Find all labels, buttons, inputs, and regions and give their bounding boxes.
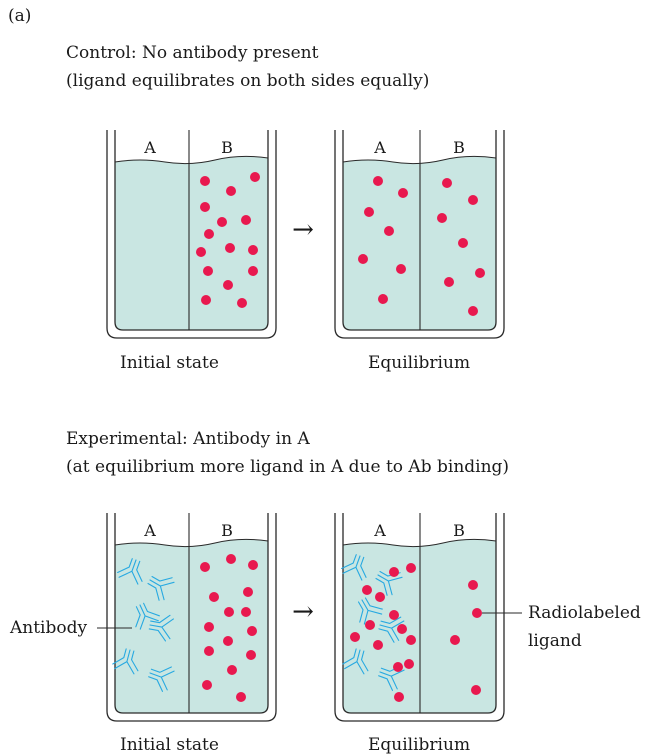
radiolabeled-annotation-line1: Radiolabeled <box>528 603 641 623</box>
chamber-b-label: B <box>221 138 233 157</box>
control-initial-caption: Initial state <box>120 353 219 373</box>
ligand-dot <box>223 636 233 646</box>
ligand-dot <box>237 298 247 308</box>
fluid-surface <box>342 155 497 165</box>
ligand-dot <box>350 632 360 642</box>
chamber-a-label: A <box>143 521 156 540</box>
ligand-dot <box>378 294 388 304</box>
ligand-dot <box>384 226 394 236</box>
ligand-dot <box>236 692 246 702</box>
ligand-dot <box>468 195 478 205</box>
chamber-b-label: B <box>221 521 233 540</box>
control-final-caption: Equilibrium <box>368 353 471 373</box>
ligand-dot <box>375 592 385 602</box>
ligand-dot <box>365 620 375 630</box>
ligand-dot <box>362 585 372 595</box>
ligand-dot <box>393 662 403 672</box>
antibody-annotation: Antibody <box>10 618 88 638</box>
ligand-dot <box>468 306 478 316</box>
fluid-surface <box>114 538 269 548</box>
experimental-equilibrium-beaker: A B <box>334 513 505 722</box>
ligand-dot <box>248 266 258 276</box>
ligand-dot <box>468 580 478 590</box>
ligand-dot <box>406 635 416 645</box>
beaker-wall <box>106 130 277 339</box>
fluid-surface <box>114 155 269 165</box>
ligand-dot <box>225 243 235 253</box>
ligand-dot <box>437 213 447 223</box>
control-title: Control: No antibody present <box>66 43 319 63</box>
control-initial-beaker: A B <box>106 130 277 339</box>
ligand-dot <box>200 562 210 572</box>
ligand-dot <box>202 680 212 690</box>
ligand-dot <box>246 650 256 660</box>
ligand-dot <box>248 560 258 570</box>
ligand-dot <box>204 622 214 632</box>
experimental-initial-caption: Initial state <box>120 735 219 755</box>
ligand-dot <box>364 207 374 217</box>
experimental-final-caption: Equilibrium <box>368 735 471 755</box>
ligand-dot <box>200 176 210 186</box>
ligand-dot <box>404 659 414 669</box>
chamber-a-label: A <box>143 138 156 157</box>
ligand-dot <box>241 215 251 225</box>
ligand-dot <box>373 640 383 650</box>
beaker-wall <box>106 513 277 722</box>
ligand-dot <box>217 217 227 227</box>
ligand-dot <box>247 626 257 636</box>
ligand-dot <box>444 277 454 287</box>
ligand-dot <box>471 685 481 695</box>
ligand-dot <box>196 247 206 257</box>
ligand-dot <box>475 268 485 278</box>
ligand-dot <box>243 587 253 597</box>
ligand-dot <box>250 172 260 182</box>
experimental-title: Experimental: Antibody in A <box>66 429 310 449</box>
ligand-dot <box>204 646 214 656</box>
fluid-surface <box>342 538 497 548</box>
ligand-dot <box>358 254 368 264</box>
chamber-a-label: A <box>373 138 386 157</box>
ligand-dot <box>224 607 234 617</box>
ligand-dot <box>226 554 236 564</box>
chamber-a-label: A <box>373 521 386 540</box>
ligand-dot <box>201 295 211 305</box>
ligand-dot <box>406 563 416 573</box>
ligand-dot <box>227 665 237 675</box>
ligand-dot <box>442 178 452 188</box>
control-equilibrium-beaker: A B <box>334 130 505 339</box>
control-subtitle: (ligand equilibrates on both sides equal… <box>66 71 430 91</box>
ligand-dot <box>203 266 213 276</box>
ligand-dot <box>450 635 460 645</box>
ligand-dot <box>389 567 399 577</box>
chamber-b-label: B <box>453 521 465 540</box>
chamber-b-label: B <box>453 138 465 157</box>
ligand-dot <box>248 245 258 255</box>
ligand-dot <box>209 592 219 602</box>
experimental-initial-beaker: A B <box>106 513 277 722</box>
control-arrow: → <box>292 215 314 245</box>
ligand-dot <box>241 607 251 617</box>
ligand-dot <box>223 280 233 290</box>
ligand-dot <box>389 610 399 620</box>
ligand-dot <box>204 229 214 239</box>
ligand-dot <box>472 608 482 618</box>
ligand-dot <box>200 202 210 212</box>
ligand-dot <box>458 238 468 248</box>
panel-label: (a) <box>8 6 32 26</box>
ligand-dot <box>373 176 383 186</box>
ligand-dot <box>396 264 406 274</box>
ligand-dot <box>397 624 407 634</box>
experimental-subtitle: (at equilibrium more ligand in A due to … <box>66 457 510 477</box>
ligand-dot <box>394 692 404 702</box>
ligand-dot <box>226 186 236 196</box>
experimental-arrow: → <box>292 597 314 627</box>
ligand-dot <box>398 188 408 198</box>
radiolabeled-annotation-line2: ligand <box>528 631 582 651</box>
